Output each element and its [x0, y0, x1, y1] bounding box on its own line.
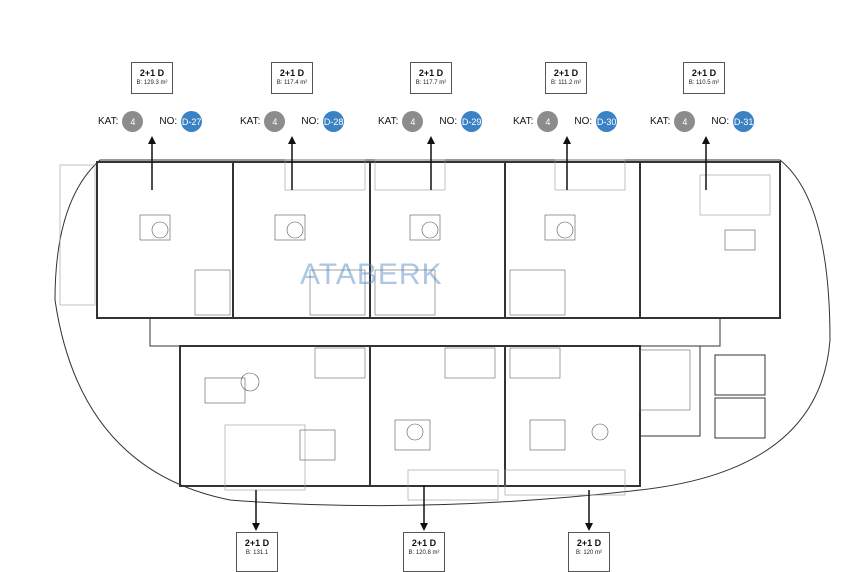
- building-outline: [54, 159, 831, 507]
- floor-badge: 4: [674, 111, 696, 132]
- sofa: [204, 377, 246, 404]
- stairs: [374, 269, 436, 316]
- unit-badges: KAT:4 NO:D-30: [513, 111, 621, 132]
- unit-type: 2+1 D: [244, 538, 270, 548]
- unit-type: 2+1 D: [411, 538, 437, 548]
- unit-area: B: 120.8 m²: [408, 550, 440, 556]
- kat-label: KAT:: [513, 116, 534, 127]
- corridor: [149, 317, 721, 347]
- stairs: [194, 269, 231, 316]
- unit-type: 2+1 D: [576, 538, 602, 548]
- stairs: [509, 269, 566, 316]
- arrow-head-icon: [563, 136, 571, 144]
- unit-number-badge: D-31: [733, 111, 755, 132]
- floor-badge: 4: [122, 111, 144, 132]
- arrow-head-icon: [585, 523, 593, 531]
- coffee-table: [591, 423, 609, 441]
- unit-label-box: 2+1 D B: 120 m²: [568, 532, 610, 572]
- stairs: [314, 347, 366, 379]
- balcony: [224, 424, 306, 491]
- unit-type: 2+1 D: [418, 68, 444, 78]
- unit-area: B: 110.5 m²: [688, 80, 720, 86]
- dining-table: [299, 429, 336, 461]
- sofa: [139, 214, 171, 241]
- unit-label-box: 2+1 D B: 110.5 m²: [683, 62, 725, 94]
- unit-label-box: 2+1 D B: 120.8 m²: [403, 532, 445, 572]
- coffee-table: [421, 221, 439, 239]
- coffee-table: [240, 372, 260, 392]
- stairs: [509, 347, 561, 379]
- kat-label: KAT:: [240, 116, 261, 127]
- unit-number-badge: D-28: [323, 111, 345, 132]
- dining-table: [394, 419, 431, 451]
- unit-area: B: 131.1: [245, 550, 269, 556]
- balcony: [504, 469, 626, 496]
- no-label: NO:: [159, 116, 178, 127]
- arrow-head-icon: [288, 136, 296, 144]
- dining-table: [529, 419, 566, 451]
- unit-label-box: 2+1 D B: 129.3 m²: [131, 62, 173, 94]
- balcony: [407, 469, 499, 501]
- sofa: [409, 214, 441, 241]
- stairwell: [639, 345, 701, 437]
- unit-type: 2+1 D: [691, 68, 717, 78]
- balcony: [59, 164, 96, 306]
- unit-area: B: 120 m²: [575, 550, 602, 556]
- unit-label-box: 2+1 D B: 117.4 m²: [271, 62, 313, 94]
- unit-number-badge: D-29: [461, 111, 483, 132]
- sofa: [724, 229, 756, 251]
- unit-label-box: 2+1 D B: 117.7 m²: [410, 62, 452, 94]
- unit-label-box: 2+1 D B: 111.2 m²: [545, 62, 587, 94]
- kat-label: KAT:: [378, 116, 399, 127]
- floor-badge: 4: [402, 111, 424, 132]
- no-label: NO:: [711, 116, 730, 127]
- floor-badge: 4: [264, 111, 286, 132]
- unit-area: B: 129.3 m²: [136, 80, 168, 86]
- stairs: [444, 347, 496, 379]
- balcony: [284, 159, 366, 191]
- unit-number-badge: D-27: [181, 111, 203, 132]
- unit-type: 2+1 D: [553, 68, 579, 78]
- unit-badges: KAT:4 NO:D-28: [240, 111, 348, 132]
- kat-label: KAT:: [650, 116, 671, 127]
- stairs: [639, 349, 691, 411]
- watermark-logo: ATABERK: [300, 258, 443, 291]
- unit-type: 2+1 D: [279, 68, 305, 78]
- arrow-head-icon: [148, 136, 156, 144]
- arrow-head-icon: [252, 523, 260, 531]
- no-label: NO:: [439, 116, 458, 127]
- unit-badges: KAT:4 NO:D-27: [98, 111, 206, 132]
- balcony: [699, 174, 771, 216]
- sofa: [274, 214, 306, 241]
- service-room: [714, 354, 766, 396]
- unit-label-box: 2+1 D B: 131.1: [236, 532, 278, 572]
- arrow-head-icon: [420, 523, 428, 531]
- unit-number-badge: D-30: [596, 111, 618, 132]
- arrow-head-icon: [702, 136, 710, 144]
- kat-label: KAT:: [98, 116, 119, 127]
- no-label: NO:: [301, 116, 320, 127]
- lower-units-block: [179, 345, 641, 487]
- coffee-table: [406, 423, 424, 441]
- unit-badges: KAT:4 NO:D-31: [650, 111, 758, 132]
- coffee-table: [286, 221, 304, 239]
- balcony: [554, 159, 626, 191]
- service-room: [714, 397, 766, 439]
- unit-badges: KAT:4 NO:D-29: [378, 111, 486, 132]
- unit-area: B: 117.7 m²: [415, 80, 447, 86]
- arrow-head-icon: [427, 136, 435, 144]
- coffee-table: [556, 221, 574, 239]
- unit-area: B: 111.2 m²: [550, 80, 582, 86]
- unit-area: B: 117.4 m²: [276, 80, 308, 86]
- no-label: NO:: [574, 116, 593, 127]
- sofa: [544, 214, 576, 241]
- unit-type: 2+1 D: [139, 68, 165, 78]
- coffee-table: [151, 221, 169, 239]
- stairs: [309, 269, 366, 316]
- balcony: [374, 159, 446, 191]
- floor-badge: 4: [537, 111, 559, 132]
